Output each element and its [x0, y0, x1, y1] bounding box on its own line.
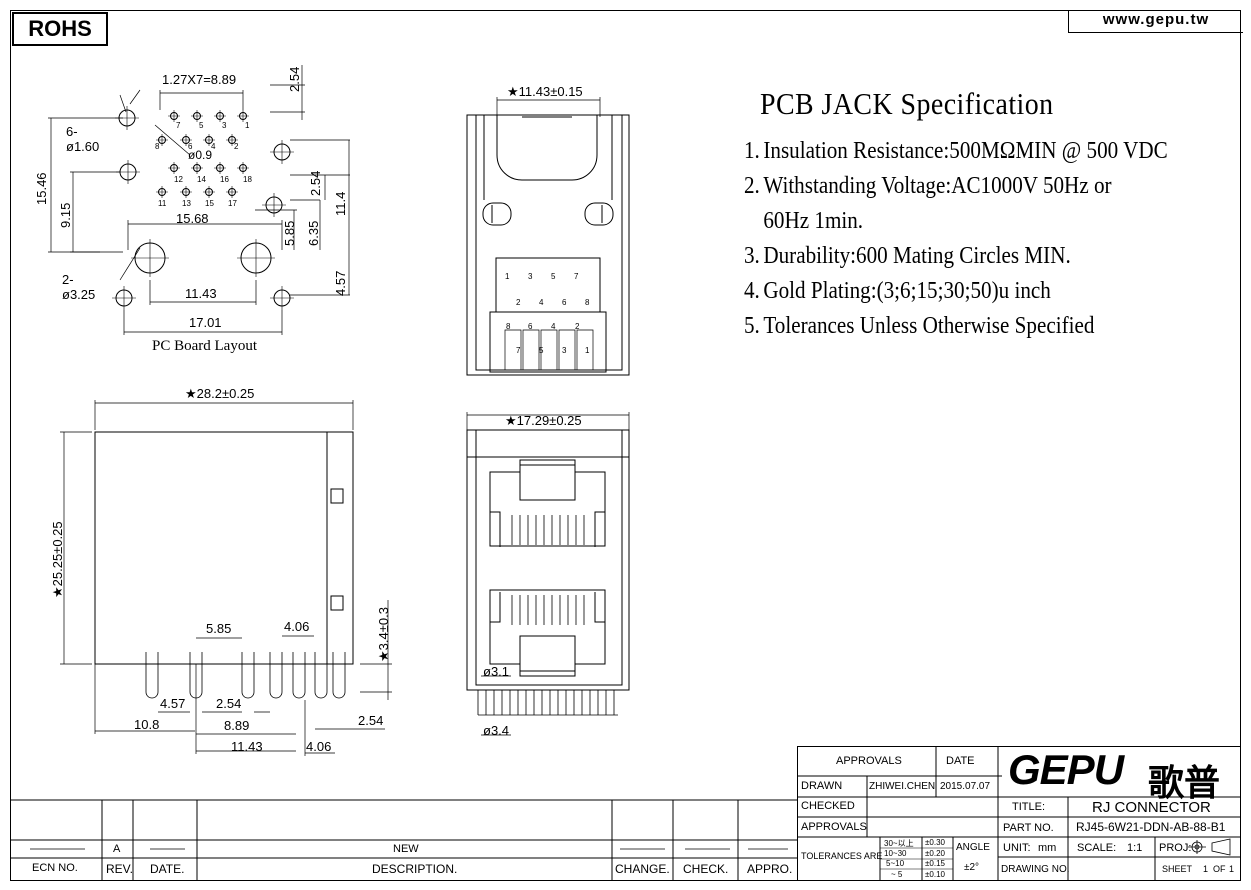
dim-side-height: ★25.25±0.25 [50, 521, 65, 598]
drawing-frame [10, 10, 1241, 881]
pcb-mount-holes [115, 109, 291, 307]
dim-635: 6.35 [306, 220, 321, 246]
dim-254-mid: 2.54 [308, 170, 323, 196]
pcb-layout-caption: PC Board Layout [152, 338, 257, 354]
spec-item-1: 1.Insulation Resistance:500MΩMIN @ 500 V… [744, 138, 1168, 164]
dim-585: 5.85 [282, 220, 297, 246]
side-view [60, 400, 392, 756]
dim-front-width: ★17.29±0.25 [505, 413, 582, 428]
dim-114: 11.4 [333, 191, 348, 216]
gepu-logo: GEPU [1008, 746, 1124, 793]
upper-port [489, 459, 606, 547]
spec-item-2: 2.Withstanding Voltage:AC1000V 50Hz or [744, 173, 1112, 199]
spec-item-2-cont: 60Hz 1min. [763, 208, 864, 234]
top-view [466, 97, 630, 376]
dim-pitch: 1.27X7=8.89 [162, 72, 237, 87]
dim-holes2: 2-ø3.25 [62, 272, 96, 302]
dim-side-width: ★28.2±0.25 [185, 386, 255, 401]
spec-item-4: 4.Gold Plating:(3;6;15;30;50)u inch [744, 278, 1051, 304]
gepu-logo-cn: 歌普 [1148, 763, 1221, 804]
revision-grid [10, 799, 798, 880]
part-number: RJ45-6W21-DDN-AB-88-B1 [1076, 820, 1226, 834]
dim-1546: 15.46 [34, 172, 49, 205]
website-label[interactable]: www.gepu.tw [1068, 10, 1243, 33]
dim-1701: 17.01 [189, 315, 222, 330]
spec-title: PCB JACK Specification [760, 86, 1054, 121]
front-view [466, 412, 630, 736]
pcb-layout-view [48, 65, 350, 335]
title-value: RJ CONNECTOR [1092, 799, 1211, 816]
dim-915: 9.15 [58, 202, 73, 228]
dim-1568: 15.68 [176, 211, 209, 226]
dim-457: 4.57 [333, 270, 348, 296]
lower-port [489, 589, 606, 677]
spec-list: 1.Insulation Resistance:500MΩMIN @ 500 V… [744, 134, 1168, 344]
rohs-badge: ROHS [12, 12, 108, 46]
dim-pin-dia: ø0.9 [188, 148, 213, 162]
dim-1143: 11.43 [185, 286, 217, 301]
spec-item-5: 5.Tolerances Unless Otherwise Specified [744, 313, 1095, 339]
top-view-width: ★11.43±0.15 [507, 84, 583, 99]
title-block-grid [797, 746, 1241, 881]
dim-side-pin-len: ★3.4±0.3 [376, 607, 391, 662]
proj-icon [1188, 838, 1231, 856]
dim-254-top: 2.54 [287, 66, 302, 92]
dim-holes6: 6-ø1.60 [66, 124, 100, 154]
spec-item-3: 3.Durability:600 Mating Circles MIN. [744, 243, 1071, 269]
